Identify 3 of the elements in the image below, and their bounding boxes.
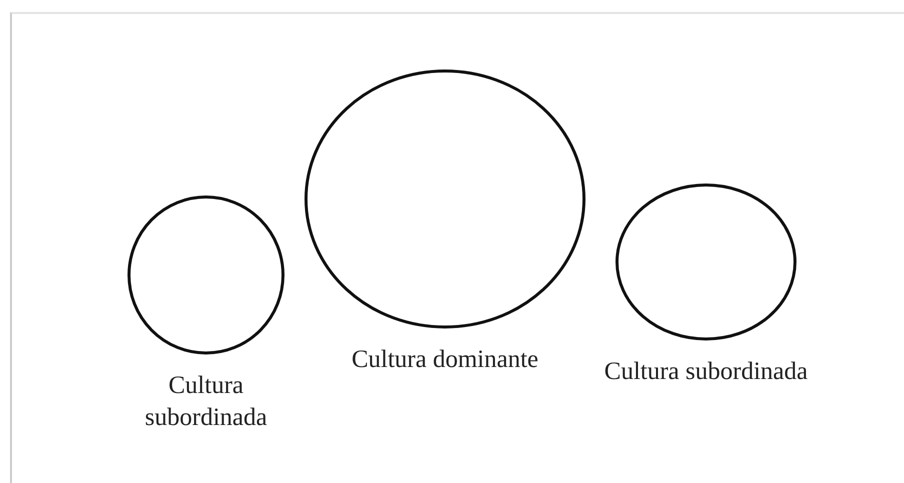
circle-caption: Cultura subordinada [144,371,268,433]
circle-caption: Cultura dominante [350,345,540,375]
circle-caption: Cultura subordinada [603,357,809,387]
